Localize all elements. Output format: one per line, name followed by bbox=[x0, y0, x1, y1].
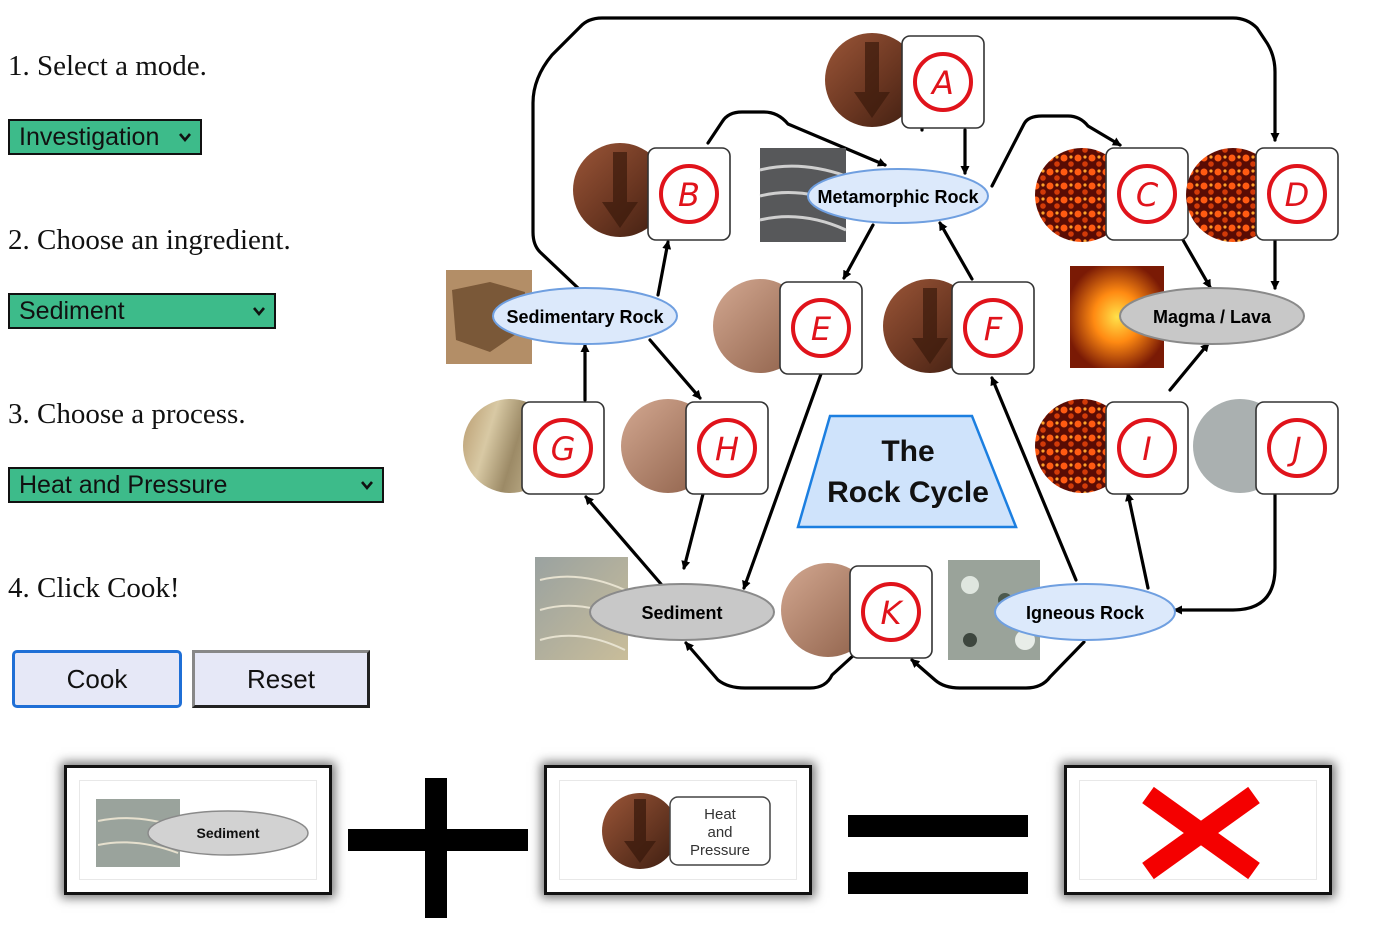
chevron-down-icon bbox=[179, 133, 191, 143]
process-select[interactable]: Heat and Pressure bbox=[8, 467, 384, 503]
magma-lava-label: Magma / Lava bbox=[1153, 307, 1272, 327]
process-j-box bbox=[1255, 401, 1339, 495]
title-line-2: Rock Cycle bbox=[827, 476, 989, 509]
process-j-ring bbox=[1267, 418, 1327, 478]
process-select-value: Heat and Pressure bbox=[19, 470, 228, 499]
process-k-letter: K bbox=[881, 594, 905, 632]
sediment-label: Sediment bbox=[641, 603, 722, 623]
process-b-letter: B bbox=[678, 176, 700, 214]
process-c-ring bbox=[1117, 164, 1177, 224]
process-f-box bbox=[951, 281, 1035, 375]
process-a-letter: A bbox=[930, 64, 954, 102]
ingredient-select-value: Sediment bbox=[19, 296, 125, 325]
sediment-node: Sediment bbox=[589, 583, 775, 641]
process-f: F bbox=[883, 279, 1035, 375]
down-arrow-icon bbox=[624, 799, 656, 863]
process-h-ring bbox=[697, 418, 757, 478]
process-d-letter: D bbox=[1285, 176, 1310, 214]
process-d: D bbox=[1186, 147, 1339, 242]
mode-select-value: Investigation bbox=[19, 122, 160, 151]
process-i-box bbox=[1105, 401, 1189, 495]
process-d-box bbox=[1255, 147, 1339, 241]
down-arrow-icon bbox=[602, 152, 638, 228]
process-g-letter: G bbox=[551, 430, 576, 468]
process-k-ring bbox=[861, 582, 921, 642]
process-f-ring bbox=[963, 298, 1023, 358]
process-h: H bbox=[621, 399, 769, 495]
equation-ingredient-label: Sediment bbox=[196, 825, 259, 841]
equals-top-bar bbox=[848, 815, 1028, 837]
ingredient-frame: Sediment bbox=[64, 765, 332, 895]
sedimentary-rock-label: Sedimentary Rock bbox=[506, 307, 664, 327]
process-b-ring bbox=[659, 164, 719, 224]
chevron-down-icon bbox=[253, 307, 265, 317]
process-line-1: Heat bbox=[704, 806, 737, 823]
process-h-box bbox=[685, 401, 769, 495]
process-frame: Heat and Pressure bbox=[544, 765, 812, 895]
cook-button[interactable]: Cook bbox=[12, 650, 182, 708]
process-g-box bbox=[521, 401, 605, 495]
process-a: A bbox=[825, 33, 985, 129]
process-k: K bbox=[781, 563, 933, 659]
process-c: C bbox=[1035, 147, 1189, 242]
process-e-letter: E bbox=[811, 310, 832, 348]
sedimentary-rock-node: Sedimentary Rock bbox=[492, 287, 678, 345]
process-k-box bbox=[849, 565, 933, 659]
step-4-label: 4. Click Cook! bbox=[8, 572, 180, 604]
process-line-3: Pressure bbox=[690, 842, 750, 859]
equals-bottom-bar bbox=[848, 872, 1028, 894]
process-g-ring bbox=[533, 418, 593, 478]
process-line-2: and bbox=[707, 824, 732, 841]
metamorphic-rock-node: Metamorphic Rock bbox=[807, 168, 989, 224]
rock-cycle-diagram: A B C D E F G H I J K Metamorphic Rock Sedimentary… bbox=[446, 16, 1339, 690]
igneous-rock-node: Igneous Rock bbox=[994, 583, 1176, 641]
title-line-1: The bbox=[881, 435, 934, 468]
process-a-ring bbox=[913, 52, 973, 112]
down-arrow-icon bbox=[854, 42, 890, 118]
process-h-letter: H bbox=[715, 430, 739, 468]
process-e: E bbox=[713, 279, 863, 375]
magma-lava-node: Magma / Lava bbox=[1119, 287, 1305, 345]
step-1-label: 1. Select a mode. bbox=[8, 50, 207, 82]
plus-vertical-bar bbox=[425, 778, 447, 918]
process-d-ring bbox=[1267, 164, 1327, 224]
process-b-box bbox=[647, 147, 731, 241]
result-frame bbox=[1064, 765, 1332, 895]
igneous-rock-label: Igneous Rock bbox=[1026, 603, 1145, 623]
process-e-box bbox=[779, 281, 863, 375]
process-g: G bbox=[463, 399, 605, 495]
chevron-down-icon bbox=[361, 481, 373, 491]
step-2-label: 2. Choose an ingredient. bbox=[8, 224, 291, 256]
down-arrow-icon bbox=[912, 288, 948, 364]
process-e-ring bbox=[791, 298, 851, 358]
mode-select[interactable]: Investigation bbox=[8, 119, 202, 155]
process-i-ring bbox=[1117, 418, 1177, 478]
process-i: I bbox=[1035, 399, 1189, 495]
process-c-letter: C bbox=[1136, 176, 1159, 214]
metamorphic-rock-label: Metamorphic Rock bbox=[817, 187, 979, 207]
rock-photos bbox=[446, 148, 1164, 660]
reset-button[interactable]: Reset bbox=[192, 650, 370, 708]
ingredient-select[interactable]: Sediment bbox=[8, 293, 276, 329]
red-x-icon bbox=[1142, 786, 1260, 880]
process-b: B bbox=[573, 143, 731, 241]
process-j: J bbox=[1193, 399, 1339, 495]
process-f-letter: F bbox=[984, 310, 1003, 348]
process-a-box bbox=[901, 35, 985, 129]
step-3-label: 3. Choose a process. bbox=[8, 398, 246, 430]
rock-cycle-title: The Rock Cycle bbox=[796, 414, 1018, 529]
process-i-letter: I bbox=[1142, 430, 1151, 468]
